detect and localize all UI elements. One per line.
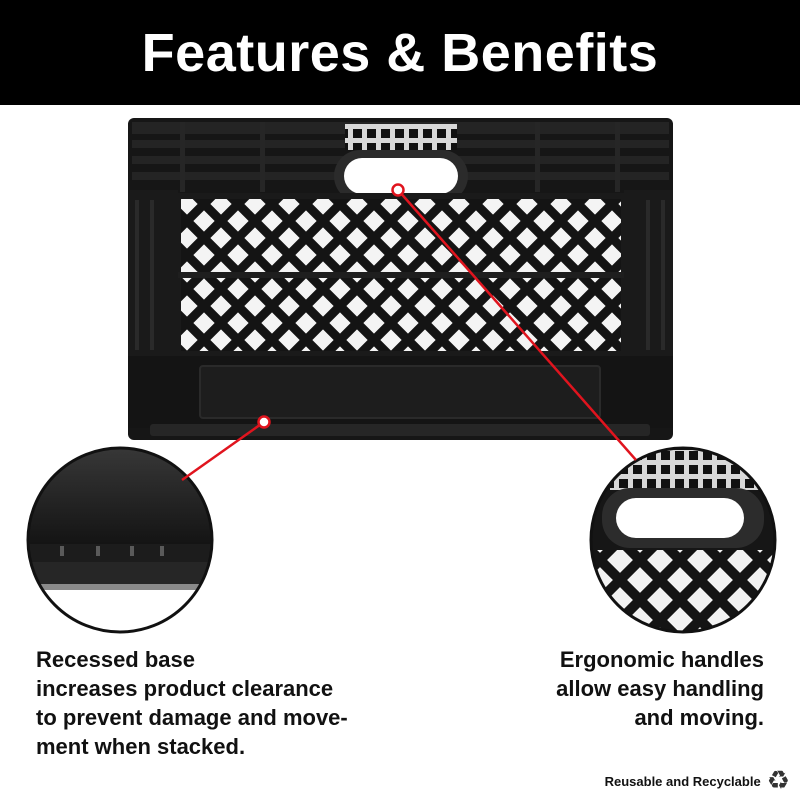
caption-line: increases product clearance <box>36 676 334 701</box>
recessed-base-caption: Recessed base increases product clearanc… <box>36 645 348 761</box>
caption-line: to prevent damage and move- <box>36 705 348 730</box>
page-title: Features & Benefits <box>141 22 659 83</box>
recyclable-label: Reusable and Recyclable <box>604 773 761 789</box>
caption-line: ment when stacked. <box>36 734 246 759</box>
caption-line: Ergonomic handles <box>559 647 764 672</box>
footer: Reusable and Recyclable ♻ <box>605 768 790 794</box>
recycle-icon: ♻ <box>766 766 790 796</box>
ergonomic-handles-caption: Ergonomic handles allow easy handling an… <box>556 645 764 732</box>
caption-line: allow easy handling <box>556 676 764 701</box>
title-banner: Features & Benefits <box>0 0 800 105</box>
caption-line: and moving. <box>634 705 764 730</box>
recessed-base-detail <box>26 446 214 634</box>
callout-lines <box>181 183 637 482</box>
milk-crate <box>128 118 673 440</box>
handle-detail <box>589 446 777 634</box>
caption-line: Recessed base <box>36 647 195 672</box>
